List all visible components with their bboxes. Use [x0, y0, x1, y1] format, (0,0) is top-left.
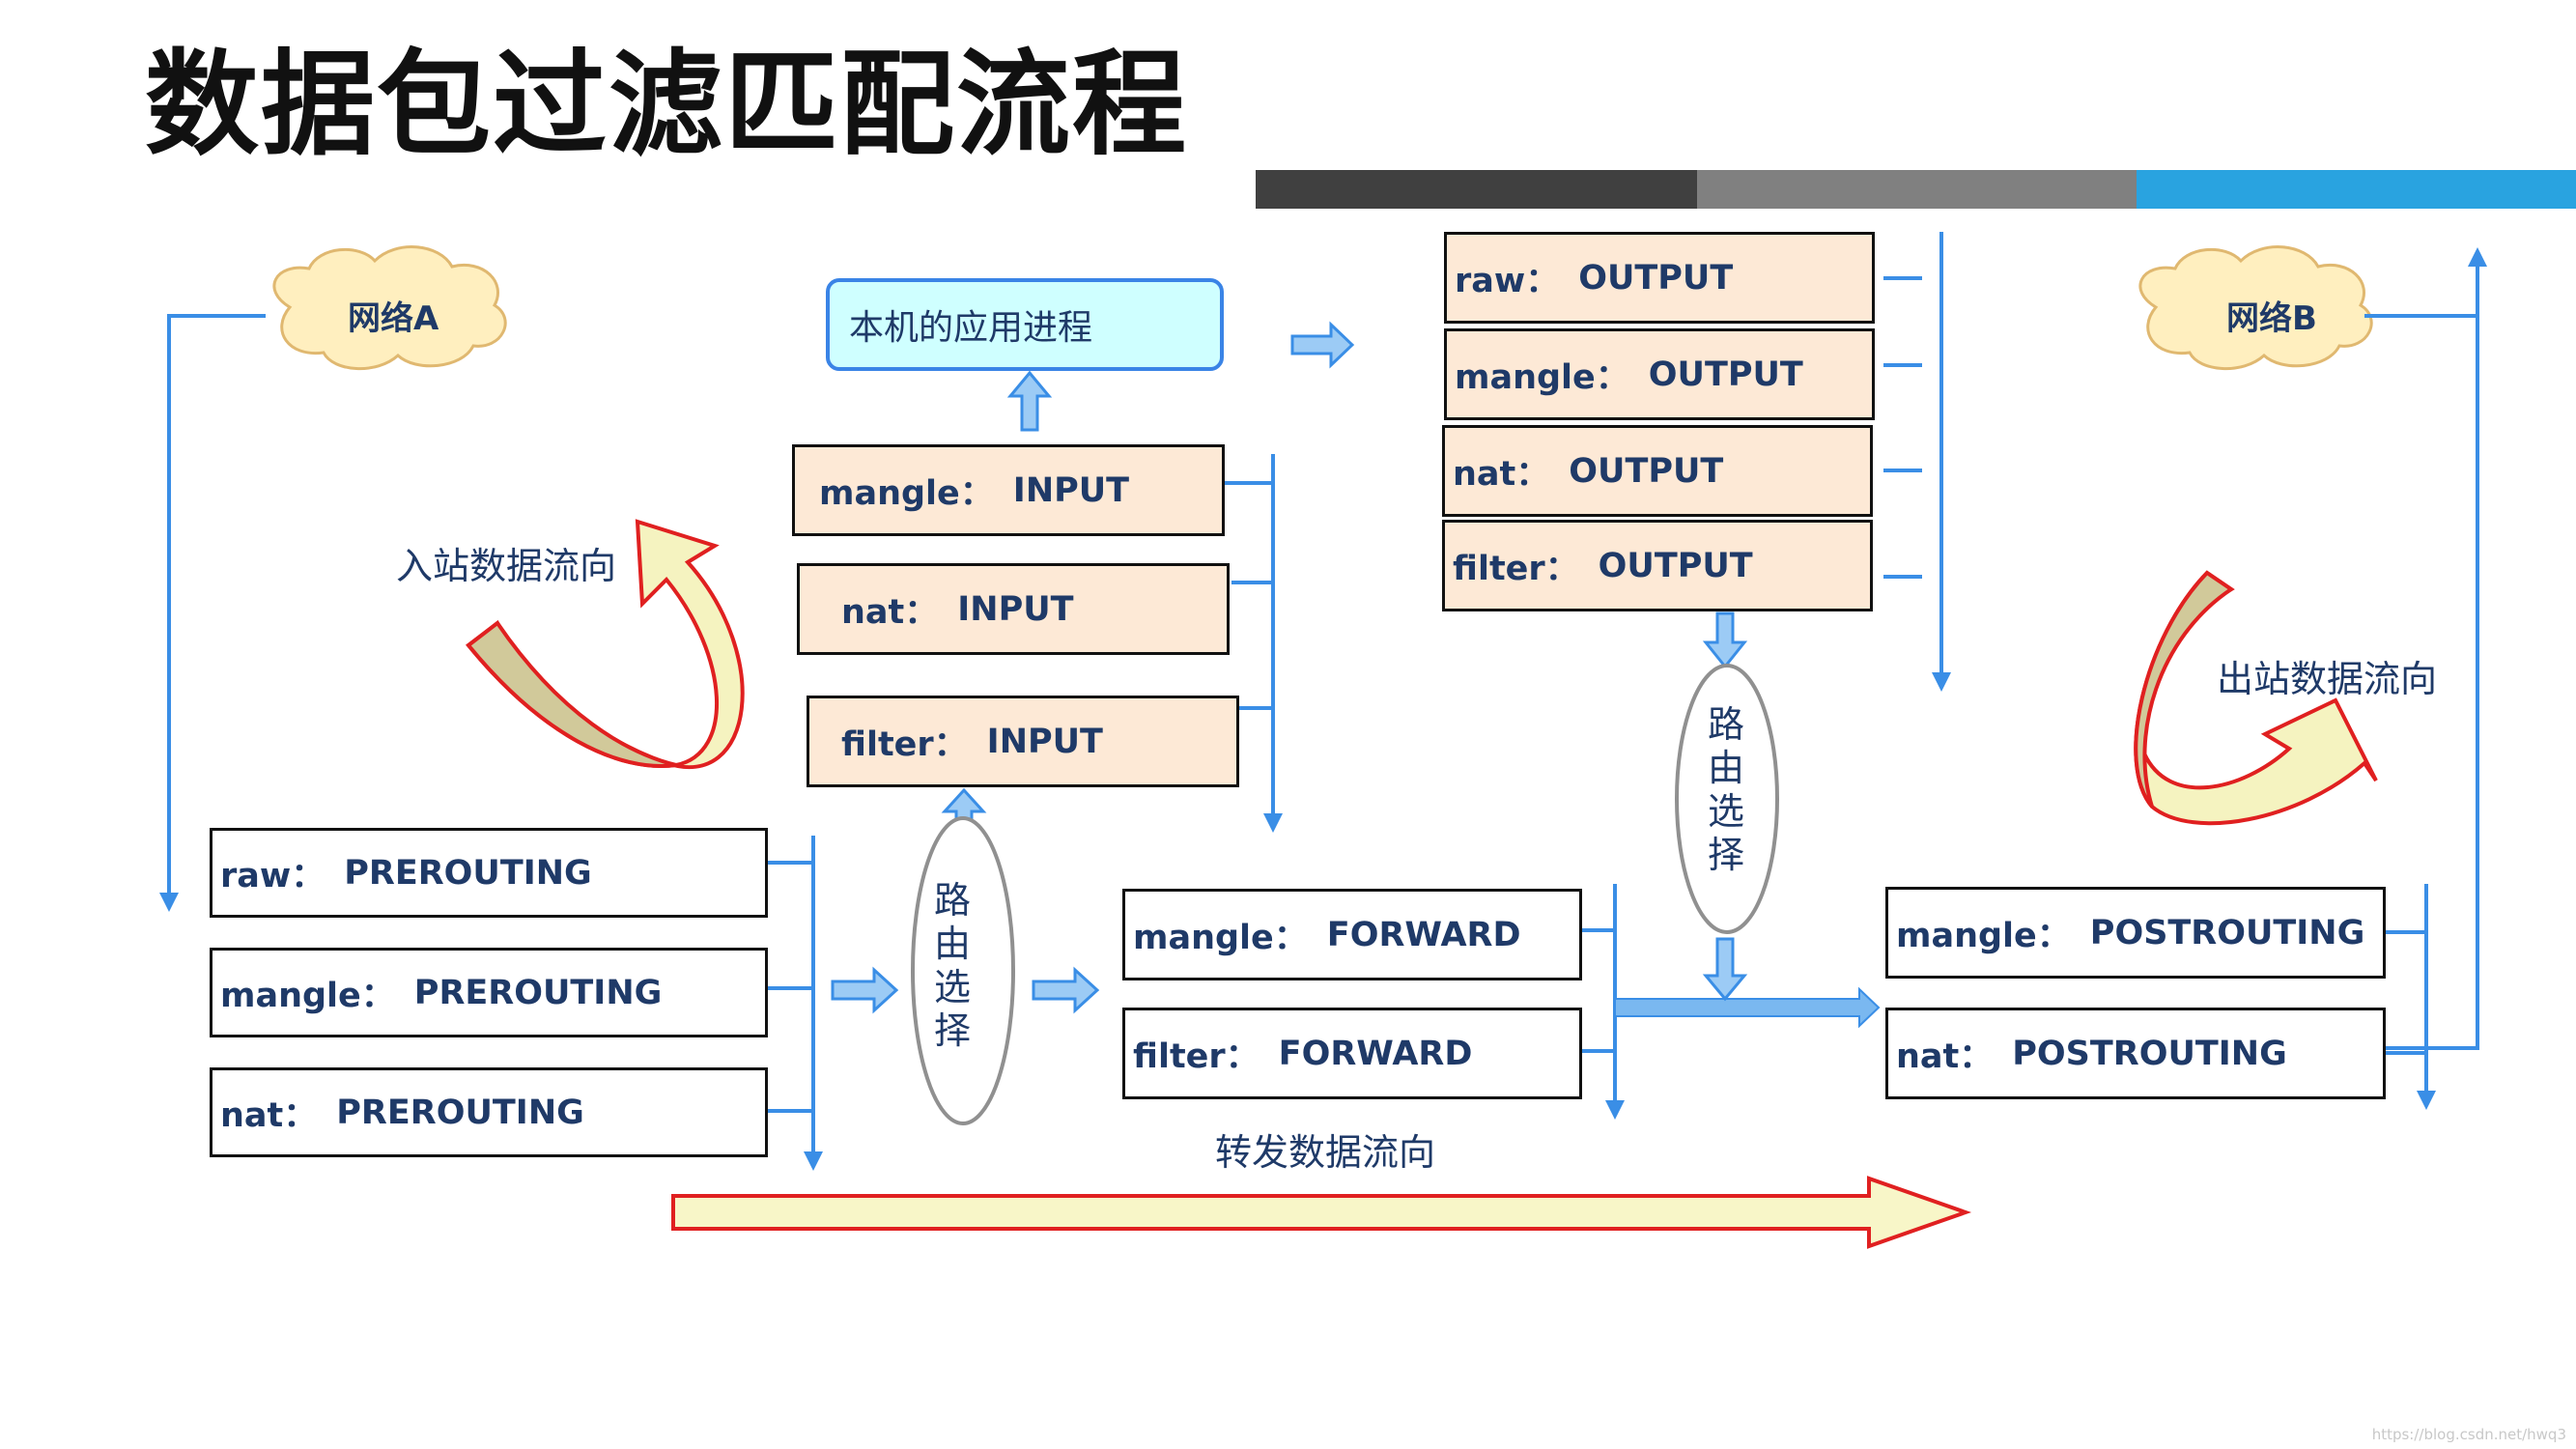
box-chain-label: OUTPUT: [1569, 451, 1724, 491]
forward-mangle-box: mangle： FORWARD: [1122, 889, 1582, 980]
routing-char: 由: [933, 923, 971, 965]
network-a-label: 网络A: [348, 299, 439, 338]
forward-filter-box: filter： FORWARD: [1122, 1008, 1582, 1099]
box-chain-label: POSTROUTING: [2089, 913, 2365, 952]
connector-lines: [159, 232, 2487, 1171]
box-chain-label: POSTROUTING: [2012, 1034, 2287, 1073]
routing-ellipse-2: [1675, 664, 1779, 934]
routing-char: 选: [1707, 790, 1744, 833]
output-filter-box: filter： OUTPUT: [1442, 520, 1873, 611]
watermark: https://blog.csdn.net/hwq3: [2371, 1426, 2566, 1443]
cloud-network-a: [272, 245, 507, 370]
box-table-label: mangle：: [1455, 358, 1629, 397]
box-chain-label: PREROUTING: [336, 1093, 584, 1132]
forward-flow-arrow: [671, 1176, 1972, 1249]
routing-char: 择: [1707, 834, 1744, 876]
prerouting-nat-box: nat： PREROUTING: [210, 1067, 768, 1157]
postrouting-mangle-box: mangle： POSTROUTING: [1885, 887, 2386, 979]
box-table-label: nat：: [1896, 1037, 1994, 1076]
routing-ellipse-1: [911, 816, 1015, 1125]
box-table-label: nat：: [1453, 455, 1550, 494]
output-raw-box: raw： OUTPUT: [1444, 232, 1875, 324]
box-table-label: filter：: [1133, 1037, 1260, 1076]
box-chain-label: OUTPUT: [1598, 546, 1753, 585]
page-title: 数据包过滤匹配流程: [145, 38, 1189, 171]
box-table-label: mangle：: [819, 474, 994, 513]
forward-flow-label: 转发数据流向: [1215, 1131, 1436, 1174]
box-table-label: filter：: [1453, 550, 1579, 588]
header-bar-gray: [1697, 170, 2137, 209]
box-chain-label: FORWARD: [1278, 1034, 1473, 1073]
routing-char: 择: [933, 1009, 971, 1052]
routing-char: 路: [1707, 703, 1744, 746]
box-table-label: mangle：: [220, 977, 395, 1015]
network-b-label: 网络B: [2226, 299, 2317, 338]
prerouting-mangle-box: mangle： PREROUTING: [210, 948, 768, 1037]
output-nat-box: nat： OUTPUT: [1442, 425, 1873, 517]
forward-to-postrouting-arrow: [1614, 986, 1881, 1029]
cloud-network-b: [2138, 245, 2373, 370]
box-chain-label: FORWARD: [1326, 915, 1521, 954]
routing-char: 由: [1707, 747, 1744, 789]
app-process-box: 本机的应用进程: [826, 278, 1224, 371]
box-chain-label: INPUT: [1012, 470, 1130, 510]
outbound-flow-label: 出站数据流向: [2217, 658, 2438, 700]
inbound-curved-arrow: [466, 519, 745, 770]
routing-label-2: 路 由 选 择: [1702, 703, 1750, 877]
input-filter-box: filter： INPUT: [807, 696, 1239, 787]
box-chain-label: INPUT: [986, 722, 1103, 761]
box-table-label: filter：: [841, 725, 968, 764]
box-table-label: nat：: [220, 1096, 318, 1135]
input-nat-box: nat： INPUT: [797, 563, 1230, 655]
box-table-label: raw：: [1455, 262, 1560, 300]
input-mangle-box: mangle： INPUT: [792, 444, 1225, 536]
box-table-label: nat：: [841, 593, 939, 632]
box-table-label: mangle：: [1133, 919, 1308, 957]
header-bar-blue: [2137, 170, 2576, 209]
output-mangle-box: mangle： OUTPUT: [1444, 328, 1875, 420]
box-chain-label: OUTPUT: [1648, 355, 1803, 394]
routing-char: 选: [933, 966, 971, 1009]
postrouting-nat-box: nat： POSTROUTING: [1885, 1008, 2386, 1099]
outbound-curved-arrow: [2134, 570, 2378, 826]
box-table-label: raw：: [220, 857, 326, 895]
box-chain-label: PREROUTING: [413, 973, 663, 1012]
box-chain-label: INPUT: [957, 589, 1074, 629]
box-chain-label: OUTPUT: [1578, 258, 1734, 298]
box-table-label: mangle：: [1896, 917, 2071, 955]
box-chain-label: PREROUTING: [344, 853, 592, 893]
block-arrows: [831, 321, 1748, 1014]
header-bar-dark: [1256, 170, 1697, 209]
routing-char: 路: [933, 879, 971, 922]
inbound-flow-label: 入站数据流向: [396, 545, 617, 587]
routing-label-1: 路 由 选 择: [928, 879, 977, 1053]
prerouting-raw-box: raw： PREROUTING: [210, 828, 768, 918]
